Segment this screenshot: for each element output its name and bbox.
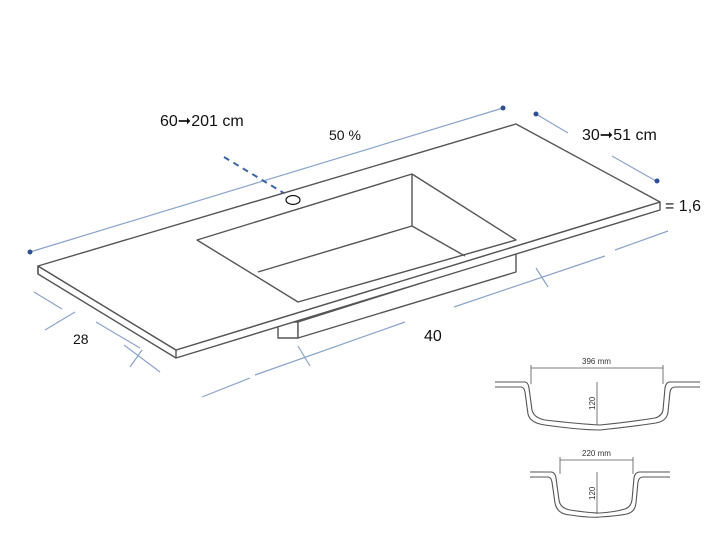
length-label: 60➞201 cm: [160, 113, 244, 130]
faucet-hole: [285, 194, 301, 206]
depth-label: 30➞51 cm: [582, 127, 657, 144]
section-large-width: 396 mm: [582, 357, 611, 366]
dimension-lines: [29, 107, 669, 398]
countertop: [37, 123, 661, 359]
section-small-width: 220 mm: [582, 449, 611, 458]
bowl-length-label: 40: [424, 328, 442, 345]
thickness-label: = 1,6: [665, 198, 702, 215]
section-large-height: 120: [588, 396, 597, 410]
section-large: [495, 365, 700, 431]
dimension-dots: [27, 105, 660, 255]
side-depth-label: 28: [73, 331, 89, 347]
position-label: 50 %: [329, 127, 361, 143]
section-small: [530, 457, 670, 518]
section-small-height: 120: [588, 486, 597, 500]
